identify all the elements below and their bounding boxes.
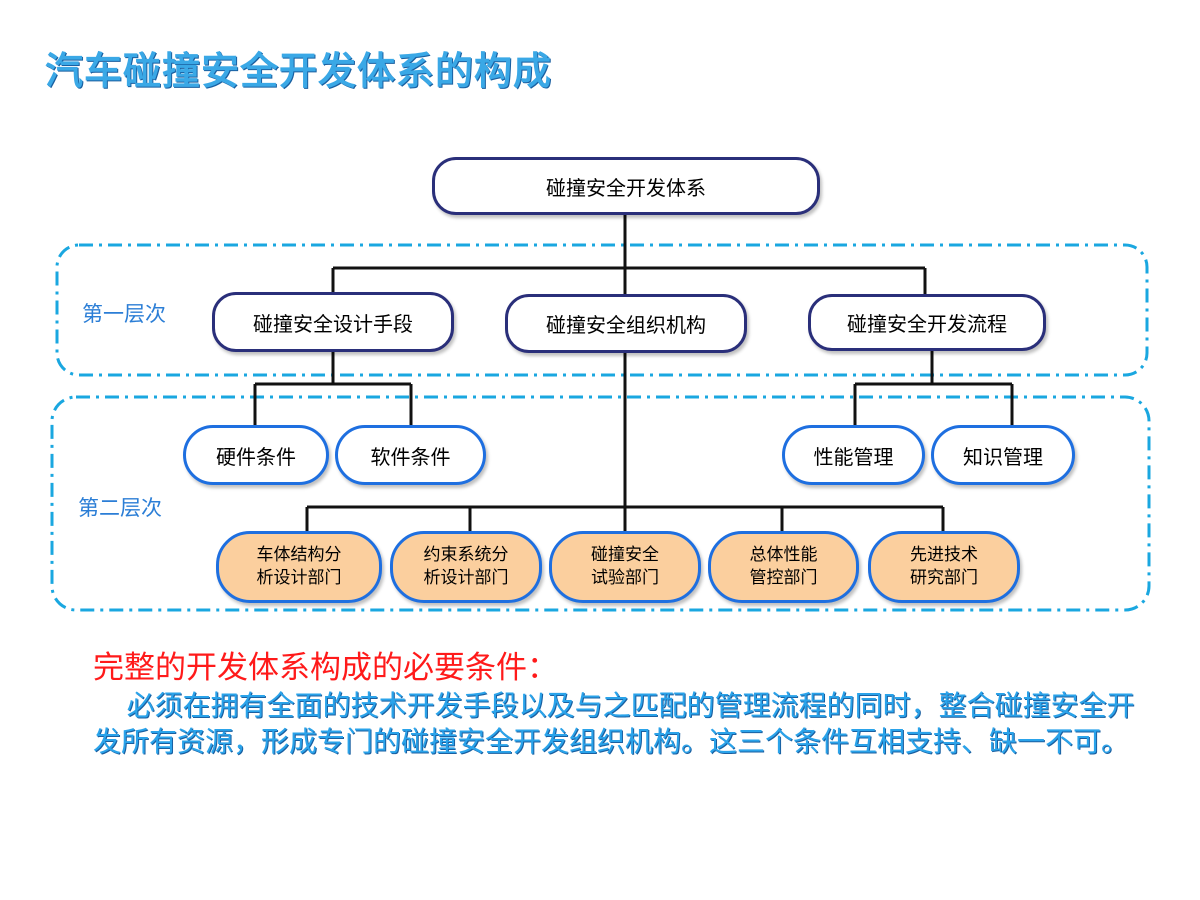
node-dept-control: 总体性能 管控部门 (708, 531, 859, 603)
dept-test-line2: 试验部门 (591, 568, 659, 588)
dept-restraint-line2: 析设计部门 (423, 568, 509, 588)
dept-test-line1: 碰撞安全 (591, 545, 659, 565)
page-title: 汽车碰撞安全开发体系的构成 (45, 49, 553, 93)
dept-control-line1: 总体性能 (749, 545, 818, 565)
node-performance-mgmt: 性能管理 (782, 425, 925, 485)
conditions-body: 必须在拥有全面的技术开发手段以及与之匹配的管理流程的同时，整合碰撞安全开发所有资… (93, 689, 1135, 758)
node-organization: 碰撞安全组织机构 (505, 294, 747, 353)
node-dept-test: 碰撞安全 试验部门 (549, 531, 701, 603)
node-design-means: 碰撞安全设计手段 (212, 292, 454, 352)
level2-frame (50, 395, 1151, 612)
dept-control-line2: 管控部门 (749, 568, 818, 588)
dept-restraint-line1: 约束系统分 (423, 545, 509, 565)
node-dept-research: 先进技术 研究部门 (868, 531, 1020, 603)
node-dept-body-structure: 车体结构分 析设计部门 (216, 531, 382, 603)
conditions-heading: 完整的开发体系构成的必要条件： (93, 650, 558, 686)
dept-research-line1: 先进技术 (910, 545, 978, 565)
node-dept-restraint: 约束系统分 析设计部门 (390, 531, 542, 603)
node-software: 软件条件 (335, 425, 486, 485)
node-knowledge-mgmt: 知识管理 (931, 425, 1075, 485)
dept-body-line2: 析设计部门 (256, 568, 342, 588)
node-root: 碰撞安全开发体系 (432, 157, 820, 215)
dept-body-line1: 车体结构分 (256, 545, 342, 565)
level1-frame (55, 243, 1149, 377)
node-hardware: 硬件条件 (183, 425, 329, 485)
dept-research-line2: 研究部门 (910, 568, 978, 588)
level2-label: 第二层次 (78, 496, 162, 520)
node-dev-process: 碰撞安全开发流程 (808, 294, 1046, 351)
level1-label: 第一层次 (82, 302, 166, 326)
